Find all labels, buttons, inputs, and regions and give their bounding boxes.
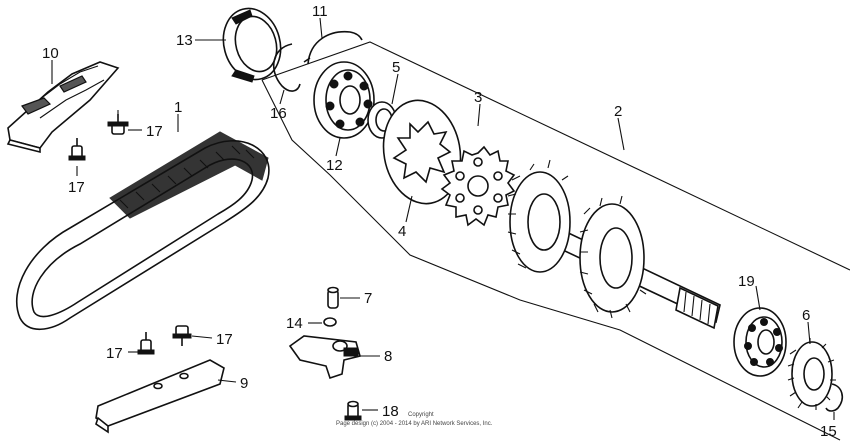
callout-11: 11 [312, 3, 328, 20]
callout-17-c: 17 [216, 331, 233, 348]
callout-9: 9 [240, 375, 248, 392]
callout-15: 15 [820, 423, 837, 440]
callout-5: 5 [392, 59, 400, 76]
circlip-part-15[interactable] [825, 383, 844, 412]
callout-8: 8 [384, 348, 392, 365]
snap-ring-part-11[interactable] [303, 30, 363, 65]
gear-shaft-part-2[interactable] [507, 159, 721, 330]
callout-17-b: 17 [68, 179, 85, 196]
bolt-part-17-lower-left[interactable] [137, 332, 155, 355]
callout-6: 6 [802, 307, 810, 324]
lock-plate-part-4[interactable] [376, 94, 469, 210]
callout-16: 16 [270, 105, 287, 122]
callout-17-a: 17 [146, 123, 163, 140]
pin-part-7[interactable] [327, 286, 339, 309]
callout-14: 14 [286, 315, 303, 332]
bearing-housing-part-13[interactable] [216, 2, 289, 86]
callout-17-d: 17 [106, 345, 123, 362]
callout-7: 7 [364, 290, 372, 307]
ball-bearing-part-19[interactable] [733, 307, 787, 377]
ball-bearing-part-12[interactable] [313, 61, 375, 139]
assembly-outline [261, 41, 850, 441]
callout-3: 3 [474, 89, 482, 106]
tensioner-arm-part-8[interactable] [288, 335, 361, 380]
bolt-part-17-lower-right[interactable] [172, 325, 192, 346]
callout-10: 10 [42, 45, 59, 62]
sprocket-part-3[interactable] [440, 145, 516, 227]
bolt-part-17-left[interactable] [68, 138, 86, 161]
copyright-line-2: Page design (c) 2004 - 2014 by ARI Netwo… [336, 421, 493, 427]
callout-2: 2 [614, 103, 622, 120]
callout-19: 19 [738, 273, 755, 290]
callout-13: 13 [176, 32, 193, 49]
callout-12: 12 [326, 157, 343, 174]
chain-guide-part-10[interactable] [6, 61, 120, 154]
copyright-line-1: Copyright [408, 412, 434, 418]
small-gear-part-6[interactable] [787, 338, 836, 410]
slider-plate-part-9[interactable] [95, 359, 225, 434]
bolt-part-17-upper[interactable] [107, 114, 129, 135]
drive-chain-part-1[interactable] [15, 131, 270, 330]
bolt-part-18[interactable] [344, 400, 362, 421]
callout-4: 4 [398, 223, 406, 240]
callout-18: 18 [382, 403, 399, 420]
o-ring-part-14[interactable] [323, 317, 337, 327]
leader-lines [51, 17, 835, 420]
circlip-part-16[interactable] [273, 43, 301, 92]
callout-1: 1 [174, 99, 182, 116]
